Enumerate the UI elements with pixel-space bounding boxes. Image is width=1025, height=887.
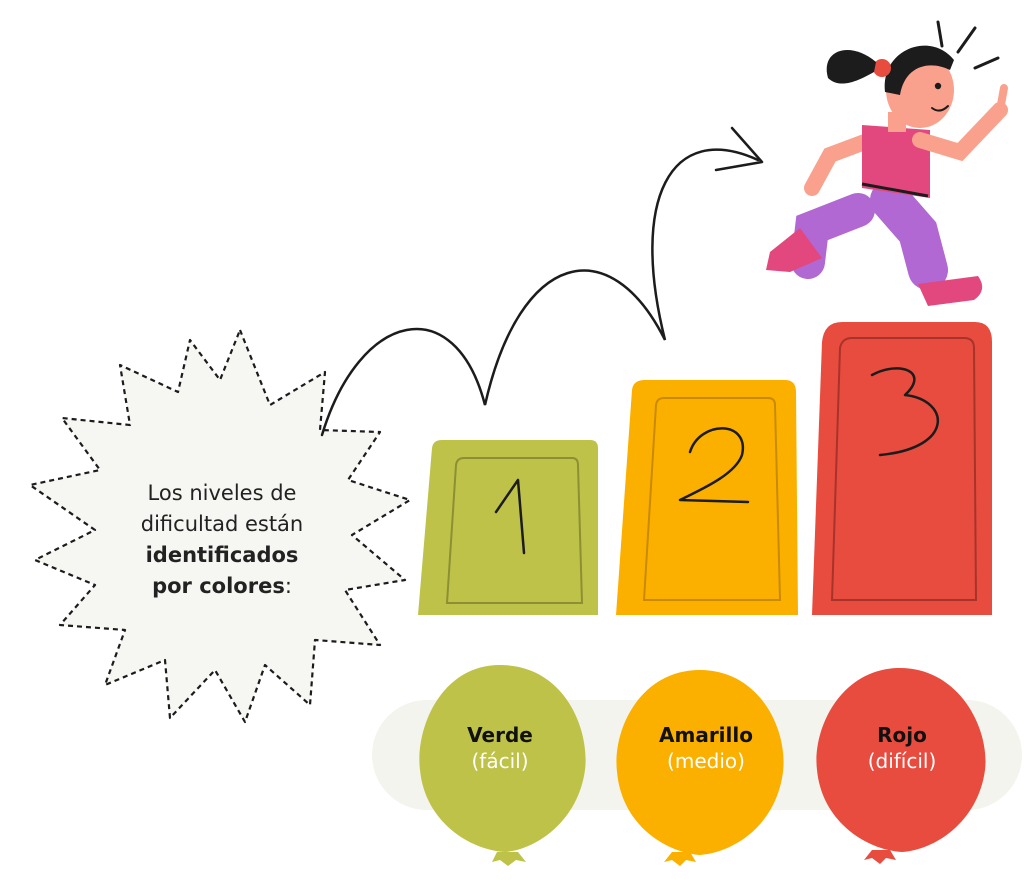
callout-bold-line-1: identificados (145, 543, 299, 567)
callout-line-2: dificultad están (140, 512, 304, 536)
balloon-red-level: (difícil) (867, 749, 937, 773)
balloon-yellow-name: Amarillo (659, 723, 753, 747)
step-2 (616, 380, 798, 615)
jump-arrow (320, 148, 760, 437)
callout-line-1: Los niveles de (147, 481, 297, 505)
balloon-green-level: (fácil) (471, 749, 529, 773)
starburst-callout (28, 328, 412, 724)
callout-bold-line-2: por colores (152, 574, 285, 598)
callout-text: Los niveles de dificultad están identifi… (112, 478, 332, 602)
balloon-green-name: Verde (467, 723, 533, 747)
balloon-yellow (616, 670, 784, 866)
step-1 (418, 440, 598, 615)
step-1-number (494, 478, 526, 555)
balloon-red-label: Rojo (difícil) (822, 722, 982, 774)
step-3-number (870, 367, 940, 457)
balloon-red-name: Rojo (877, 723, 927, 747)
balloon-yellow-label: Amarillo (medio) (626, 722, 786, 774)
step-3 (812, 322, 992, 615)
balloon-yellow-level: (medio) (667, 749, 745, 773)
running-girl (766, 20, 1008, 306)
arrow-head-icon (714, 126, 764, 172)
step-2-number (678, 427, 750, 504)
balloon-red (816, 668, 986, 864)
balloon-green-label: Verde (fácil) (420, 722, 580, 774)
callout-suffix: : (284, 574, 292, 598)
balloon-green (419, 665, 586, 866)
